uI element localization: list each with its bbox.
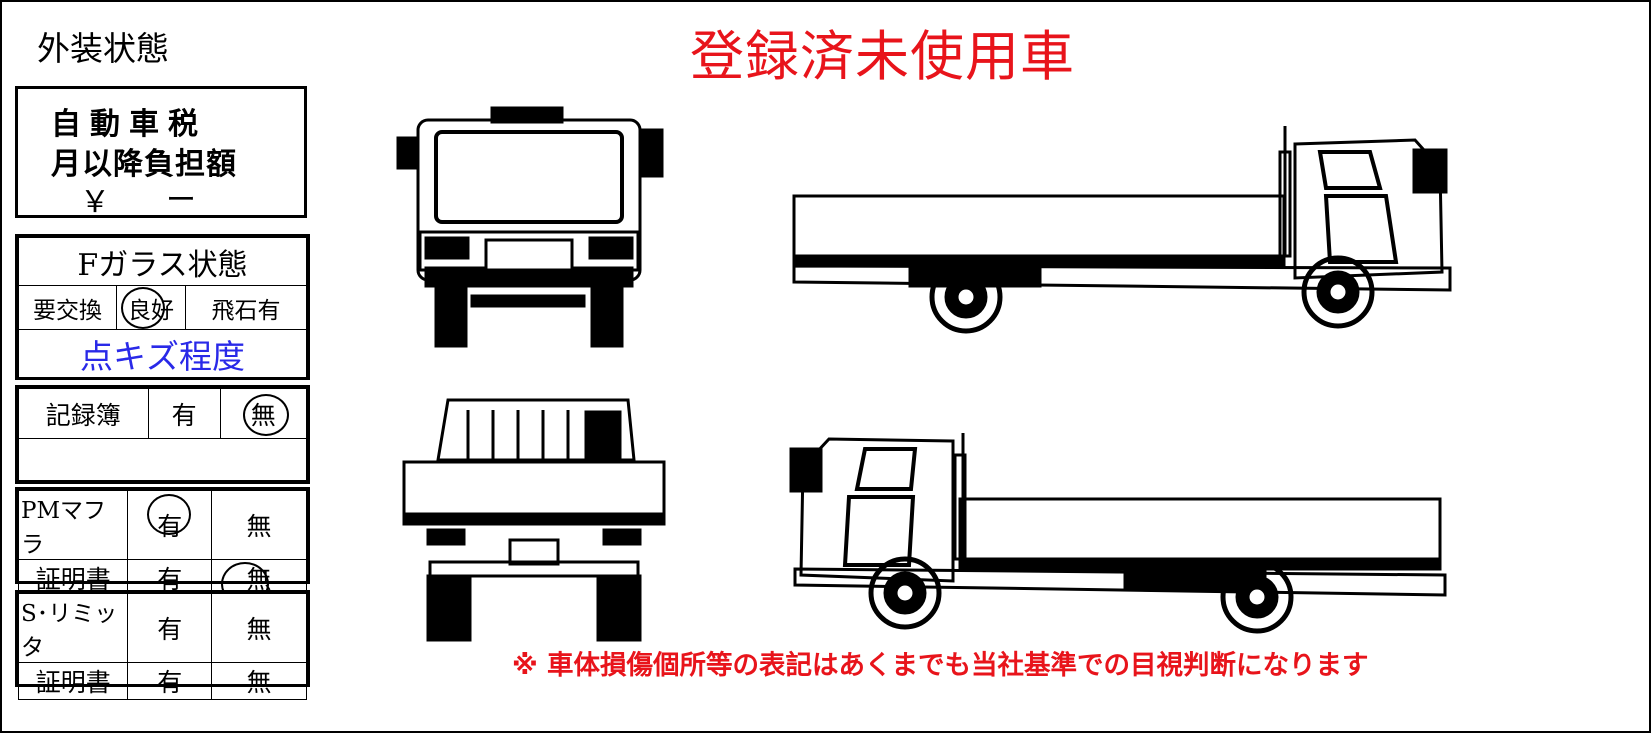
pm-muffler-box: PMマフラ 有 無 証明書 有 無 <box>15 487 310 606</box>
selected-circle <box>242 394 289 436</box>
record-book-blank <box>18 438 307 481</box>
glass-option-replace: 要交換 <box>18 285 117 330</box>
section-label: 外装状態 <box>37 29 169 68</box>
selected-circle <box>120 287 165 329</box>
glass-option-good: 良好 <box>115 285 187 330</box>
glass-note: 点キズ程度 <box>18 329 307 379</box>
speed-limiter-label: S･リミッタ <box>17 593 129 663</box>
sl-cert-yes: 有 <box>127 662 212 700</box>
speed-limiter-box: S･リミッタ 有 無 証明書 有 無 <box>15 590 310 700</box>
record-book-box: 記録簿 有 無 <box>15 385 310 484</box>
selected-circle <box>147 494 192 535</box>
tax-line1: 自動車税 <box>51 107 207 142</box>
sl-cert-no: 無 <box>210 662 308 700</box>
main-title: 登録済未使用車 <box>690 25 1075 88</box>
pm-muffler-label: PMマフラ <box>17 490 129 560</box>
speed-limiter-yes: 有 <box>127 593 212 663</box>
tax-amount: ー <box>166 183 196 218</box>
record-book-no: 無 <box>219 388 308 439</box>
glass-option-chip: 飛石有 <box>185 285 307 330</box>
sl-cert-label: 証明書 <box>17 662 129 700</box>
record-book-yes: 有 <box>147 388 221 439</box>
speed-limiter-no: 無 <box>210 593 308 663</box>
truck-right-side-view <box>789 433 1447 634</box>
glass-title: Fガラス状態 <box>18 237 307 286</box>
truck-left-side-view <box>792 126 1452 334</box>
tax-yen: ￥ <box>80 185 110 220</box>
truck-rear-view <box>402 398 666 642</box>
tax-line2: 月以降負担額 <box>51 147 237 182</box>
tax-box: 自動車税 月以降負担額 ￥ ー <box>15 86 307 220</box>
disclaimer-notice: ※ 車体損傷個所等の表記はあくまでも当社基準での目視判断になります <box>512 650 1369 681</box>
record-book-label: 記録簿 <box>18 388 149 439</box>
truck-front-view <box>396 106 664 348</box>
pm-muffler-yes: 有 <box>127 490 212 560</box>
glass-condition-box: Fガラス状態 要交換 良好 飛石有 点キズ程度 <box>15 234 310 380</box>
pm-muffler-no: 無 <box>210 490 308 560</box>
